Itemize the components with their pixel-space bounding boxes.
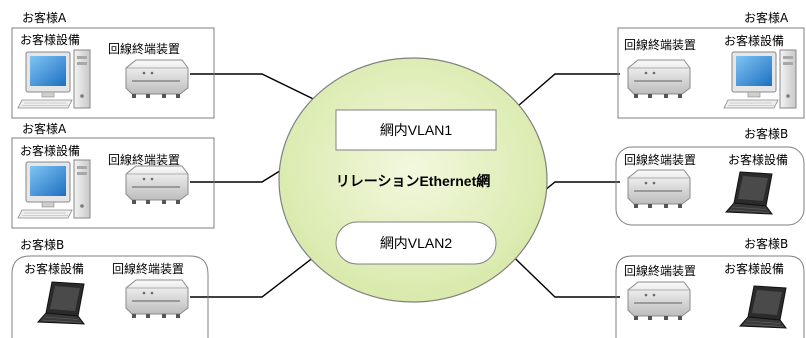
line-terminal-icon bbox=[627, 59, 691, 99]
desktop-pc-icon bbox=[17, 159, 91, 219]
site-box-right-2 bbox=[615, 146, 805, 226]
customer-label: お客様B bbox=[20, 238, 65, 252]
vlan1-box bbox=[335, 109, 497, 151]
line-terminal-label: 回線終端装置 bbox=[112, 262, 185, 276]
vlan2-label: 網内VLAN2 bbox=[380, 235, 453, 251]
customer-equipment-label: お客様設備 bbox=[20, 144, 81, 158]
customer-equipment-label: お客様設備 bbox=[724, 262, 785, 276]
site-box-left-2 bbox=[11, 137, 215, 229]
site-box-left-1 bbox=[11, 27, 215, 119]
laptop-icon bbox=[37, 281, 85, 325]
customer-equipment-label: お客様設備 bbox=[728, 153, 789, 167]
customer-label: お客様A bbox=[22, 122, 67, 136]
laptop-icon bbox=[739, 285, 787, 329]
line-terminal-icon bbox=[125, 165, 189, 205]
line-terminal-label: 回線終端装置 bbox=[624, 153, 697, 167]
line-terminal-label: 回線終端装置 bbox=[108, 153, 181, 167]
line-terminal-icon bbox=[627, 281, 691, 321]
customer-label: お客様B bbox=[744, 237, 789, 251]
site-box-left-3 bbox=[11, 255, 209, 338]
customer-label: お客様A bbox=[22, 11, 67, 25]
line-terminal-label: 回線終端装置 bbox=[108, 42, 181, 56]
vlan2-box bbox=[335, 221, 497, 265]
laptop-icon bbox=[725, 171, 773, 215]
line-terminal-label: 回線終端装置 bbox=[624, 264, 697, 278]
desktop-pc-icon bbox=[17, 49, 91, 109]
customer-label: お客様A bbox=[744, 11, 789, 25]
site-box-right-3 bbox=[615, 255, 805, 338]
line-terminal-label: 回線終端装置 bbox=[624, 38, 697, 52]
line-terminal-icon bbox=[125, 279, 189, 319]
customer-equipment-label: お客様設備 bbox=[20, 33, 81, 47]
network-cloud-label: リレーションEthernet網 bbox=[336, 173, 491, 189]
customer-label: お客様B bbox=[744, 127, 789, 141]
desktop-pc-icon bbox=[723, 49, 797, 109]
vlan1-label: 網内VLAN1 bbox=[380, 122, 453, 138]
site-box-right-1 bbox=[617, 27, 805, 119]
line-terminal-icon bbox=[627, 169, 691, 209]
customer-equipment-label: お客様設備 bbox=[24, 262, 85, 276]
customer-equipment-label: お客様設備 bbox=[724, 34, 785, 48]
line-terminal-icon bbox=[125, 59, 189, 99]
